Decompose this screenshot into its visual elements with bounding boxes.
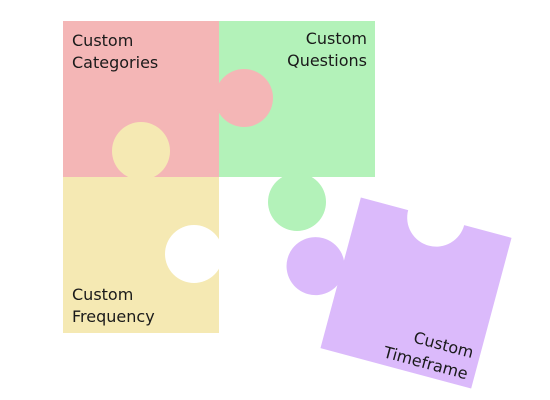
- piece-questions: [215, 21, 375, 231]
- piece-timeframe: [286, 188, 512, 389]
- piece-frequency: [63, 122, 223, 333]
- piece-frequency-socket: [165, 225, 223, 283]
- label-categories: Custom Categories: [72, 31, 159, 72]
- piece-timeframe-socket: [407, 188, 466, 247]
- label-questions: Custom Questions: [287, 29, 367, 70]
- label-frequency: Custom Frequency: [72, 285, 155, 326]
- piece-frequency-tab: [112, 122, 170, 180]
- piece-timeframe-body: [320, 197, 512, 389]
- piece-questions-tab: [268, 173, 326, 231]
- piece-timeframe-tab: [286, 237, 345, 296]
- piece-questions-socket: [215, 69, 273, 127]
